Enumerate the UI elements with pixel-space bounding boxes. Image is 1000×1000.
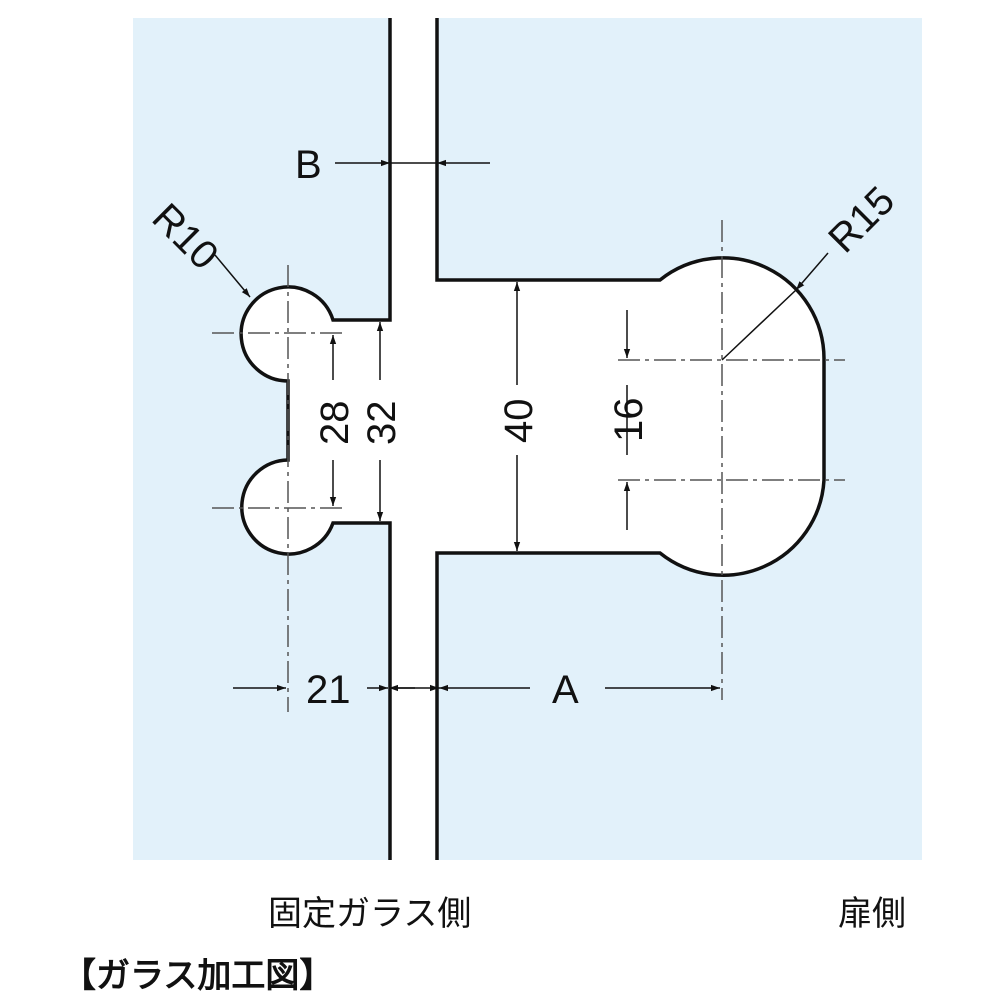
door-side-label: 扉側 <box>838 894 906 934</box>
dim-40: 40 <box>497 399 541 444</box>
center-lines <box>212 220 845 712</box>
dim-28: 28 <box>313 401 357 446</box>
fixed-glass-side-label: 固定ガラス側 <box>268 894 472 934</box>
dim-32: 32 <box>360 401 404 446</box>
dimension-lines <box>214 159 829 692</box>
door-glass-edge <box>435 18 826 860</box>
dim-a: A <box>552 668 579 712</box>
dim-16: 16 <box>607 398 651 443</box>
door-glass-panel <box>437 18 922 860</box>
fixed-glass-panel <box>133 18 390 860</box>
dim-b: B <box>295 143 322 187</box>
diagram-title: 【ガラス加工図】 <box>62 956 334 996</box>
dim-21: 21 <box>306 668 351 712</box>
